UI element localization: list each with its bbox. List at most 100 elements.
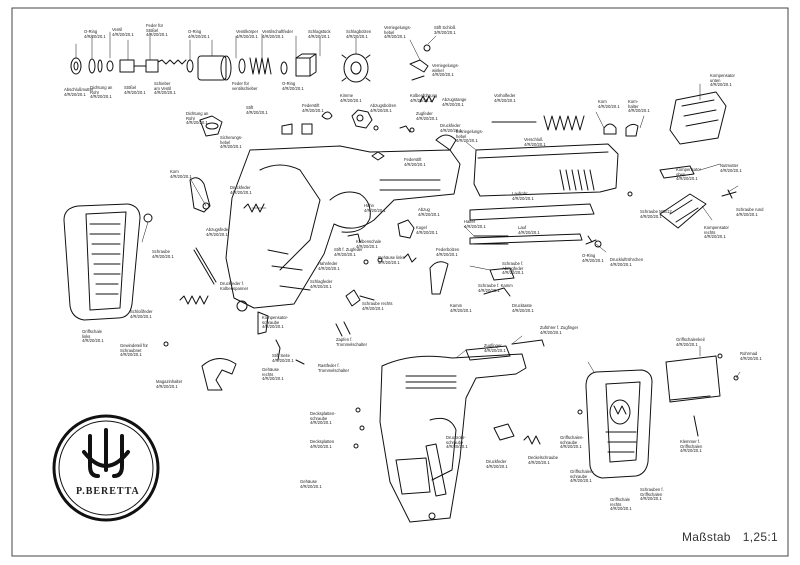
part-label-griffschalenschraube-2: Griffschalen- schraube 4/R/20/20.1 [570,469,594,484]
logo-text: P.BERETTA [76,486,140,497]
part-label-zugfinger: Zugfinger 4/R/20/20.1 [484,343,506,353]
scale-value: 1,25:1 [742,530,778,544]
cam-parts [321,44,431,129]
slide [469,143,619,248]
sheet-border [11,7,789,557]
part-label-abzugsbolzen: Abzugsbolzen 4/R/20/20.1 [370,103,397,113]
part-label-druckrohrschraube: Druckrohr- schraube 4/R/20/20.1 [446,435,468,450]
part-label-ventilschaftfeder: Ventilschaftfeder 4/R/20/20.1 [262,29,293,39]
valve-assembly [70,53,317,81]
part-label-zugfeder: Zugfeder 4/R/20/20.1 [416,111,438,121]
part-label-abzugstange: Abzugstange 4/R/20/20.1 [442,97,467,107]
small-parts-middle [347,233,597,281]
part-label-kornhalter: Korn- halter 4/R/20/20.1 [628,99,650,114]
grip-plate [665,353,739,437]
part-label-schlossfeder: Schloßfeder 4/R/20/20.1 [130,309,153,319]
part-label-stift-1: Stift 4/R/20/20.1 [246,105,268,115]
part-label-druckfeder-2: Druckfeder 4/R/20/20.1 [230,185,252,195]
receiver-right [379,353,527,523]
part-label-schraube-1: Schraube 4/R/20/20.1 [152,249,174,259]
part-label-nutmutter: Nutmutter 4/R/20/20.1 [720,163,742,173]
part-label-stoessel: Stößel 4/R/20/20.1 [124,85,146,95]
part-label-sicherungshebel: Sicherungs- hebel 4/R/20/20.1 [220,135,243,150]
grip-panel-right [585,369,653,479]
part-label-schlagfeder: Schlagfeder 4/R/20/20.1 [310,279,333,289]
part-label-feder-stoessel: Feder für Stößel 4/R/20/20.1 [146,23,168,38]
part-label-deckelschraube: Deckelschraube 4/R/20/20.1 [528,455,559,465]
part-label-stift-zugfeder: Stift f. Zugfeder 4/R/20/20.1 [334,247,363,257]
part-label-stift-seite: Stift Seite 4/R/20/20.1 [272,353,294,363]
part-label-schraube-rund: Schraube rund 4/R/20/20.1 [736,207,764,217]
part-label-stift-schloss: Stift Schloß 3/R/20/20.1 [434,25,456,35]
part-label-verriegelungshebel: Verriegelungs- hebel 4/R/20/20.1 [384,25,412,40]
part-label-schraube-rechts: Schraube rechts 4/R/20/20.1 [362,301,393,311]
part-label-rohrmad: Rohrmad 4/R/20/20.1 [740,351,762,361]
part-label-abzugsfeder: Abzugsfeder 4/R/20/20.1 [206,227,230,237]
part-label-hahn: Hahn 4/R/20/20.1 [364,203,386,213]
part-label-magazinhalter: Magazinhalter 4/R/20/20.1 [156,379,183,389]
part-label-griffschalenkeil: Griffschalenkeil 4/R/20/20.1 [676,337,705,347]
part-label-schlagbolzen: Schlagbolzen 4/R/20/20.1 [346,29,372,39]
trident-mark [82,428,130,478]
part-label-abschlussmutter: Abschlußmutter 4/R/20/20.1 [64,87,94,97]
part-label-schrauben-griffschalen: Schrauben f. Griffschalen 4/R/20/20.1 [640,487,664,502]
part-label-zapfen-trommelschalter: Zapfen f. Trommelschalter [336,337,368,347]
leader-lines [75,31,741,379]
part-label-vorholfeder: Vorholfeder 4/R/20/20.1 [494,93,516,103]
part-label-kolbenschale: Kolbenschale 4/R/20/20.1 [356,239,382,249]
part-label-ventil: Ventil 4/R/20/20.1 [112,27,134,37]
part-label-druckfeder-kolbenspanner: Druckfeder f. Kolbenspanner [220,281,249,291]
part-label-griffschale-links: Griffschale links 4/R/20/20.1 [82,329,104,344]
part-label-kompensator-oben: Kompensator oben 4/R/20/20.1 [676,167,701,182]
part-label-o-ring-2: O-Ring 4/R/20/20.1 [188,29,210,39]
part-label-klemmer-griffschalen: Klemmer f. Griffschalen 4/R/20/20.1 [680,439,703,454]
part-label-laufrohr: Laufrohr 4/R/20/20.1 [512,191,534,201]
part-label-griffschale-rechts: Griffschale rechts 4/R/20/20.1 [610,497,632,512]
part-label-federstift-1: Federstift 4/R/20/20.1 [302,103,324,113]
compensator [627,91,737,229]
part-label-gehaeuse-rechts: Gehäuse rechts 4/R/20/20.1 [262,367,284,382]
part-label-zufuehrer-zugfinger: Zuführer f. Zugfinger 4/R/20/20.1 [540,325,579,335]
part-label-feder-ventilschieber: Feder für ventilschieber [232,81,258,91]
part-label-kimme: Kimme 4/R/20/20.1 [340,93,362,103]
part-label-schraube-m3x12: Schraube M3x12 4/R/20/20.1 [640,209,672,219]
part-label-korn-1: Korn 4/R/20/20.1 [598,99,620,109]
part-label-o-ring-1: O-Ring 4/R/20/20.1 [84,29,106,39]
frame-body [225,145,461,309]
part-label-decksplattenschraube: Decksplatten- schraube 4/R/20/20.1 [310,411,336,426]
small-parts-upper [199,95,457,161]
part-label-druckfeder-3: Druckfeder 4/R/20/20.1 [486,459,508,469]
part-label-kolbenfuehrung: Kolbenführung 4/R/20/20.1 [410,93,438,103]
part-label-abzug: Abzug 4/R/20/20.1 [418,207,440,217]
part-label-kamm: Kamm 4/R/20/20.1 [450,303,472,313]
part-label-druckfeder-1: Druckfeder 4/R/20/20.1 [440,123,462,133]
part-label-lauf: Lauf 4/R/20/20.1 [518,225,540,235]
part-label-halter: Halter 4/R/20/20.1 [464,219,486,229]
part-label-federstift-2: Federstift 4/R/20/20.1 [404,157,426,167]
receiver-small-parts [353,339,583,520]
part-label-gewindeteil: Gewindeteil für Schraubnet 4/R/20/20.1 [120,343,148,358]
part-label-schlagstueck: Schlagstück 4/R/20/20.1 [308,29,331,39]
part-label-schraube-abzugfeder: Schraube f. Abzugfeder 4/R/20/20.1 [502,261,524,276]
part-label-kugel: Kugel 4/R/20/20.1 [416,225,438,235]
recoil-spring [491,115,639,137]
part-label-schieber-ventil: Schieber am Ventil 4/R/20/20.1 [154,81,176,96]
part-label-korn-2: Korn 4/R/20/20.1 [170,169,192,179]
part-label-gehaeuse: Gehäuse 4/R/20/20.1 [300,479,322,489]
part-label-o-ring-4: O-Ring 4/R/20/20.1 [582,253,604,263]
part-label-druckluftroehrchen: Druckluftröhrchen 4/R/20/20.1 [610,257,644,267]
part-label-verriegelungswinkel: Verriegelungs- winkel 4/R/20/20.1 [432,63,460,78]
beretta-logo [52,414,160,522]
part-label-schraube-kamm: Schraube f. Kamm 4/R/20/20.1 [478,283,513,293]
part-label-kompensatorschraube: Kompensator- schraube 4/R/20/20.1 [262,315,289,330]
part-label-gehaeuse-links: Gehäuse links 4/R/20/20.1 [378,255,405,265]
part-label-griffschalenschraube-1: Griffschalen- schraube 4/R/20/20.1 [560,435,584,450]
part-label-federbolzen: Federbolzen 4/R/20/20.1 [436,247,460,257]
part-label-kompensator-unten: Kompensator unten 4/R/20/20.1 [710,73,735,88]
part-label-dichtung-rohr-1: Dichtung an Rohr 4/R/20/20.1 [90,85,113,100]
part-label-hahnfeder: Hahnfeder 4/R/20/20.1 [318,261,340,271]
part-label-o-ring-3: O-Ring 4/R/20/20.1 [282,81,304,91]
part-label-kompensator-rechts: Kompensator rechts 4/R/20/20.1 [704,225,729,240]
